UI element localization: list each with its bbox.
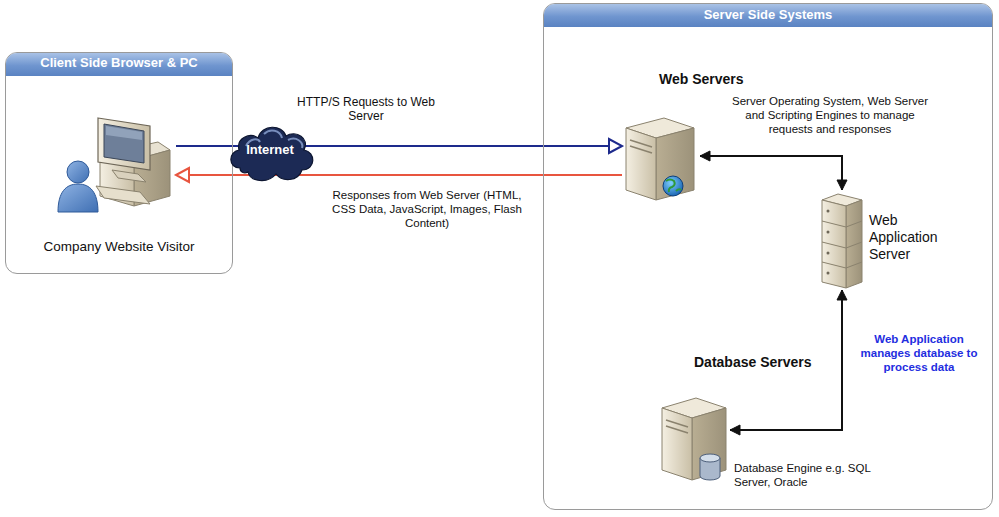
cloud-label: Internet (225, 142, 315, 158)
cloud-node: Internet (226, 118, 316, 186)
edge-label: Responses from Web Server (HTML, CSS Dat… (322, 189, 532, 230)
connector-line (700, 156, 842, 190)
arrow-head (700, 151, 710, 161)
edge-label: HTTP/S Requests to Web Server (296, 95, 436, 124)
node-caption: Company Website Visitor (29, 239, 209, 255)
person-icon (58, 161, 98, 212)
database-server-icon (662, 398, 726, 480)
web-server-icon (626, 118, 694, 200)
connector-line (176, 174, 622, 176)
connector (700, 151, 847, 190)
panel-heading: Server Side Systems (543, 7, 993, 23)
node-caption: Web Application Server (869, 212, 965, 262)
node-heading: Web Servers (659, 71, 769, 88)
arrow-head (176, 168, 189, 182)
panel-heading: Client Side Browser & PC (5, 55, 233, 71)
icon-node: Company Website Visitor (50, 112, 176, 214)
arrow-head (837, 180, 847, 190)
arrow-head (837, 290, 847, 300)
arrow-head (609, 139, 622, 153)
node-description: Server Operating System, Web Server and … (732, 95, 928, 136)
panel-box: Server Side SystemsWeb ServersServer Ope… (543, 3, 993, 510)
computer-icon (96, 118, 170, 206)
icon-node: Database ServersDatabase Engine e.g. SQL… (658, 396, 730, 484)
edge-label: Web Application manages database to proc… (858, 333, 980, 374)
node-heading: Database Servers (694, 354, 834, 371)
node-description: Database Engine e.g. SQL Server, Oracle (734, 462, 906, 490)
panel-box: Client Side Browser & PC Company Website … (5, 52, 233, 274)
icon-node: Web ServersServer Operating System, Web … (622, 116, 698, 204)
icon-node: Web Application Server (818, 190, 866, 290)
arrow-head (730, 425, 740, 435)
app-server-icon (822, 194, 862, 288)
